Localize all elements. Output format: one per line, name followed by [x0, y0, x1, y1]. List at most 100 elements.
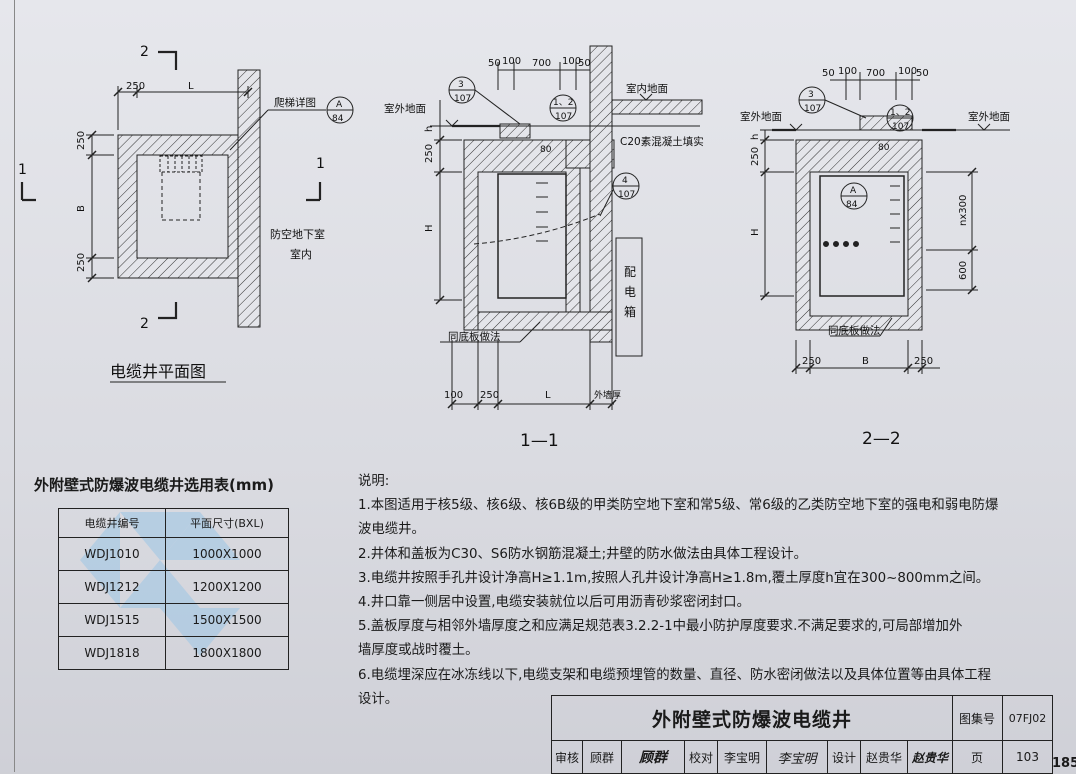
s11-dim-h: h: [424, 126, 435, 132]
s11-box-char-1: 配: [624, 265, 636, 279]
plan-dim-l: L: [188, 81, 194, 92]
s22-dim-nx300: nx300: [958, 195, 969, 226]
s22-dim-h: h: [750, 134, 761, 140]
s22-outdoor-ground-right: 室外地面: [968, 110, 1010, 123]
s11-indoor-ground: 室内地面: [626, 82, 668, 95]
notes-heading: 说明:: [358, 474, 390, 489]
row-size: 1500X1500: [165, 603, 289, 637]
s11-caption: 1—1: [520, 431, 559, 451]
s22-dim-250: 250: [750, 147, 761, 166]
s22-dim-600: 600: [958, 261, 969, 280]
ladder-label: 爬梯详图: [274, 96, 316, 109]
s22-dim-250a: 250: [802, 356, 821, 367]
plan-dim-b: B: [76, 205, 87, 212]
s11-dim-H: H: [424, 224, 435, 232]
s11-dim-250b: 250: [480, 390, 499, 401]
plan-caption: 电缆井平面图: [110, 362, 206, 381]
bubble-84-plan: 84: [332, 114, 344, 124]
s22-bubble-3: 3: [808, 90, 814, 100]
check-label: 校对: [685, 741, 718, 773]
atlas-number: 07FJ02: [1003, 696, 1052, 741]
s22-dim-50b: 50: [916, 68, 929, 79]
title-block: 外附壁式防爆波电缆井 图集号 07FJ02 审核 顾群 顾群 校对 李宝明 李宝…: [551, 695, 1053, 774]
col-header-size: 平面尺寸(BXL): [165, 508, 289, 538]
s11-dim-100b: 100: [562, 56, 581, 67]
row-code: WDJ1010: [58, 537, 166, 571]
note-line: 5.盖板厚度与相邻外墙厚度之和应满足规范表3.2.2-1中最小防护厚度要求.不满…: [358, 619, 963, 635]
s22-bubble-107a: 107: [804, 104, 821, 114]
s11-bubble-107c: 107: [618, 190, 635, 200]
col-header-code: 电缆井编号: [58, 508, 166, 538]
s11-ext-wall: 外墙厚: [594, 389, 621, 401]
s11-bubble-12: 1、2: [553, 98, 573, 108]
selection-table-title: 外附壁式防爆波电缆井选用表(mm): [34, 476, 274, 494]
s22-dim-700: 700: [866, 68, 885, 79]
s22-bubble-12: 1、2: [890, 108, 910, 118]
s11-dim-50a: 50: [488, 58, 501, 69]
s11-bubble-107b: 107: [555, 112, 572, 122]
s11-dim-100: 100: [444, 390, 463, 401]
note-line: 墙厚度或战时覆土。: [358, 643, 479, 659]
row-code: WDJ1818: [58, 636, 166, 670]
bubble-a-plan: A: [336, 100, 343, 110]
s22-dim-H: H: [750, 228, 761, 236]
s22-dim-50a: 50: [822, 68, 835, 79]
s11-dim-80: 80: [540, 145, 552, 155]
page-number: 103: [1016, 750, 1039, 764]
s11-dim-250: 250: [424, 144, 435, 163]
s11-dim-50b: 50: [578, 58, 591, 69]
table-row: WDJ1212 1200X1200: [58, 570, 289, 604]
s11-outdoor-ground: 室外地面: [384, 102, 426, 115]
indoor-label: 室内: [290, 247, 312, 261]
s22-dim-80: 80: [878, 143, 890, 153]
row-size: 1000X1000: [165, 537, 289, 571]
note-line: 设计。: [358, 691, 399, 707]
table-row: WDJ1818 1800X1800: [58, 636, 289, 670]
section-mark-2-top: 2: [140, 44, 149, 60]
designer-name: 赵贵华: [861, 741, 908, 773]
binding-line: [14, 0, 15, 772]
s22-bubble-107b: 107: [892, 122, 909, 132]
plan-dim-250-top: 250: [76, 131, 87, 150]
design-label: 设计: [828, 741, 861, 773]
row-code: WDJ1212: [58, 570, 166, 604]
review-label: 审核: [552, 741, 583, 773]
s11-box-char-3: 箱: [624, 304, 636, 319]
note-line: 1.本图适用于核5级、核6级、核6B级的甲类防空地下室和常5级、常6级的乙类防空…: [358, 498, 999, 514]
s22-dim-b: B: [862, 356, 869, 367]
s22-dim-250b: 250: [914, 356, 933, 367]
s11-dim-700: 700: [532, 58, 551, 69]
note-line: 3.电缆井按照手孔井设计净高H≥1.1m,按照人孔井设计净高H≥1.8m,覆土厚…: [358, 570, 990, 586]
s11-base-note: 同底板做法: [448, 330, 501, 343]
section-mark-1-left: 1: [18, 162, 27, 178]
s11-dim-l: L: [545, 390, 551, 401]
row-size: 1200X1200: [165, 570, 289, 604]
plan-dim-250: 250: [126, 81, 145, 92]
s11-box-char-2: 电: [624, 285, 636, 299]
selection-table: 电缆井编号 平面尺寸(BXL) WDJ1010 1000X1000 WDJ121…: [58, 508, 289, 670]
section-1-1-view: [430, 45, 703, 410]
s22-base-note: 同底板做法: [828, 324, 881, 337]
reviewer-name: 顾群: [583, 741, 622, 773]
note-line: 波电缆井。: [358, 522, 425, 538]
plan-dim-250-bottom: 250: [76, 253, 87, 272]
page-label: 页: [952, 741, 1003, 773]
drawing-title: 外附壁式防爆波电缆井: [552, 696, 953, 741]
table-row: WDJ1515 1500X1500: [58, 603, 289, 637]
section-mark-2-bottom: 2: [140, 316, 149, 332]
plan-view: [20, 50, 354, 383]
table-header-row: 电缆井编号 平面尺寸(BXL): [58, 508, 289, 538]
s22-dim-100a: 100: [838, 66, 857, 77]
atlas-label: 图集号: [952, 696, 1003, 741]
s22-bubble-a: A: [850, 186, 857, 196]
s11-bubble-4: 4: [622, 176, 628, 186]
reviewer-signature: 顾群: [622, 741, 685, 773]
s22-bubble-84: 84: [846, 200, 858, 210]
checker-signature: 李宝明: [767, 741, 828, 773]
basement-label: 防空地下室: [270, 227, 325, 241]
note-line: 4.井口靠一侧居中设置,电缆安装就位以后可用沥青砂浆密闭封口。: [358, 595, 750, 611]
s11-dim-100a: 100: [502, 56, 521, 67]
s22-dim-100b: 100: [898, 66, 917, 77]
row-size: 1800X1800: [165, 636, 289, 670]
s11-bubble-3: 3: [458, 80, 464, 90]
